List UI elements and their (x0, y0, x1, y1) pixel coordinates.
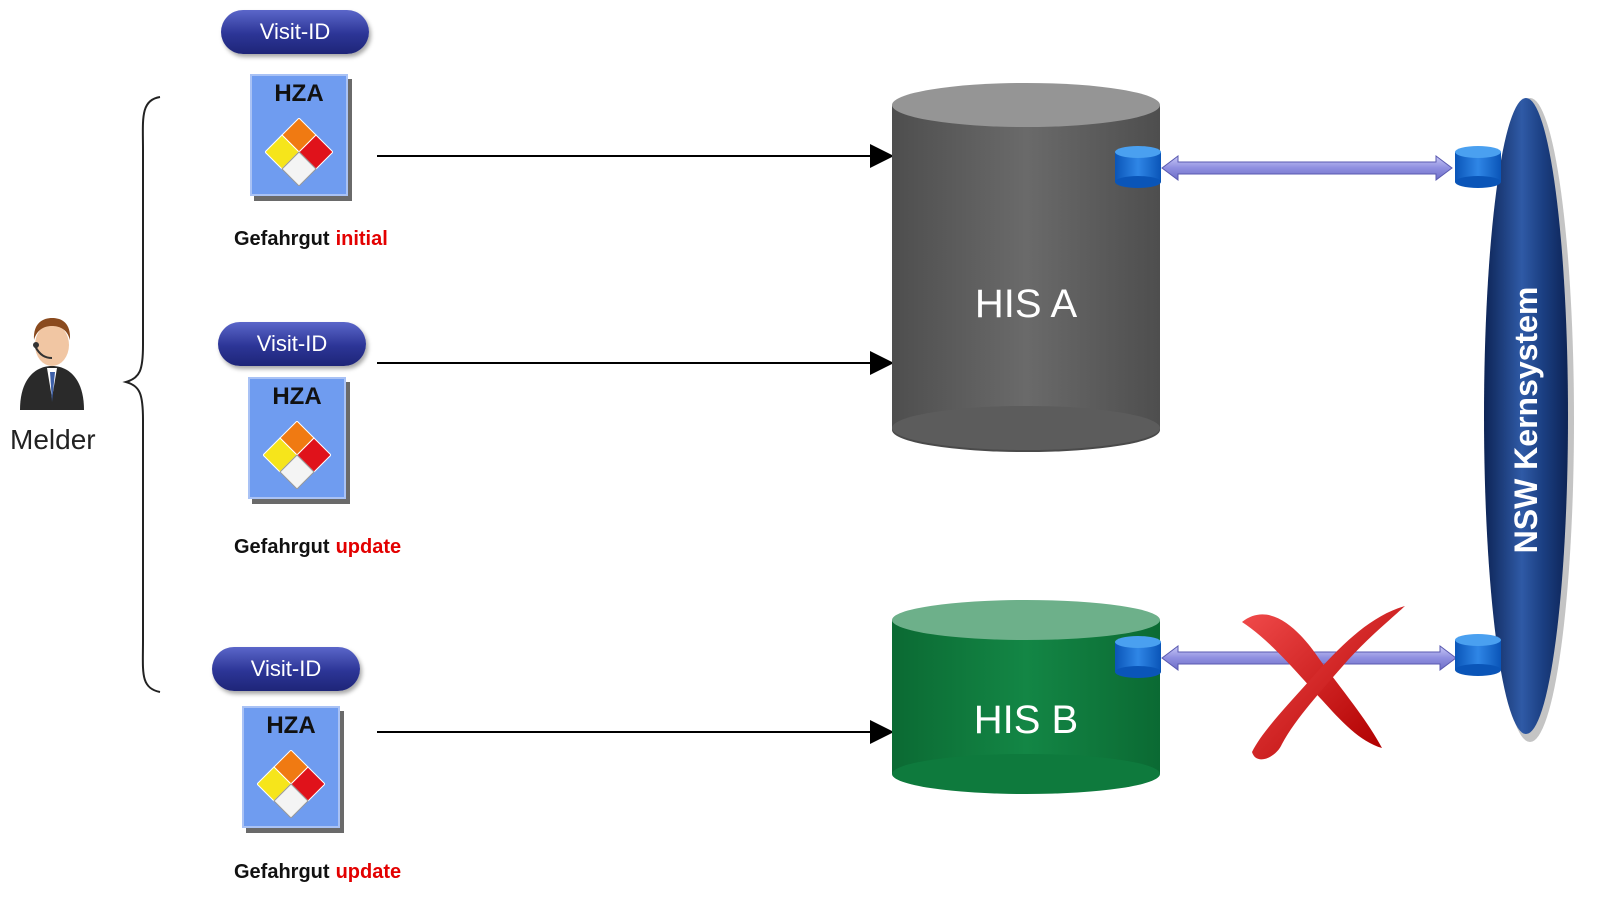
nsw-kernsystem-body (1484, 98, 1568, 734)
grouping-brace (122, 96, 161, 693)
hza-document-title: HZA (272, 383, 322, 410)
link-his-a-nsw (1161, 155, 1453, 181)
visit-id-badge-1: Visit-ID (221, 10, 369, 54)
hazard-placard-icon (265, 118, 333, 186)
caption-state: initial (335, 228, 388, 250)
his-b-label: HIS B (973, 698, 1079, 742)
caption-text: Gefahrgut (234, 228, 330, 250)
hza-document-title: HZA (274, 80, 324, 107)
connector-nsw-bottom (1455, 634, 1501, 676)
melder-person-icon (20, 318, 84, 410)
his-b-database (892, 600, 1160, 794)
hza-document-title: HZA (266, 712, 316, 739)
connector-nsw-top (1455, 146, 1501, 188)
caption-text: Gefahrgut (234, 536, 330, 558)
visit-id-badge-3: Visit-ID (212, 647, 360, 691)
melder-label: Melder (10, 424, 96, 455)
connector-his-a (1115, 146, 1161, 188)
hza-document-1: HZA (250, 74, 348, 196)
hza-document-2: HZA (248, 377, 346, 499)
broken-link-x-icon (1242, 606, 1405, 760)
his-a-label: HIS A (974, 282, 1078, 326)
connector-his-b (1115, 636, 1161, 678)
caption-state: update (335, 536, 402, 558)
visit-id-badge-2: Visit-ID (218, 322, 366, 366)
caption-state: update (335, 861, 402, 883)
hazard-placard-icon (257, 750, 325, 818)
nsw-kernsystem-label: NSW Kernsystem (1508, 286, 1544, 554)
hazard-placard-icon (263, 421, 331, 489)
caption-text: Gefahrgut (234, 861, 330, 883)
hza-document-3: HZA (242, 706, 340, 828)
his-a-database (892, 83, 1160, 452)
